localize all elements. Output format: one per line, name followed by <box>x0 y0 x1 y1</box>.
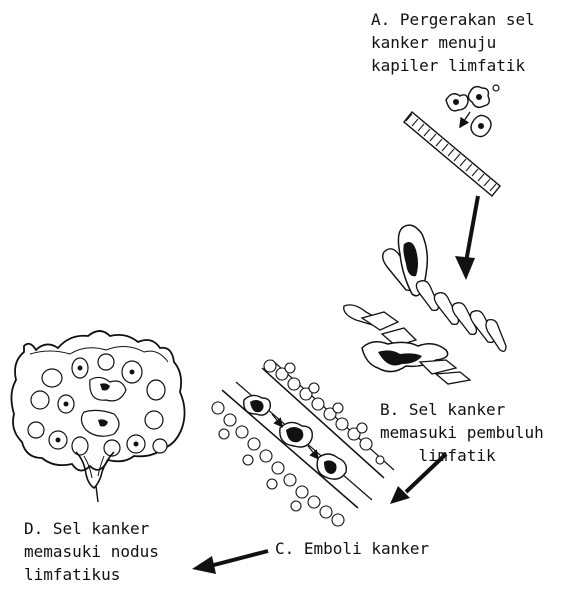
arrow-a-to-b <box>455 196 478 280</box>
lymph-node <box>11 331 184 502</box>
lymph-vessel-wall <box>344 225 506 384</box>
label-a-line1: A. Pergerakan sel <box>371 8 535 31</box>
label-a-line3: kapiler limfatik <box>371 54 535 77</box>
label-b-line3: limfatik <box>380 444 544 467</box>
label-c: C. Emboli kanker <box>275 537 429 560</box>
label-a-line2: kanker menuju <box>371 31 535 54</box>
cancer-cells-migrating <box>446 85 499 137</box>
label-d-line1: D. Sel kanker <box>24 517 159 540</box>
label-c-line1: C. Emboli kanker <box>275 537 429 560</box>
label-d-line3: limfatikus <box>24 563 159 586</box>
label-b-line1: B. Sel kanker <box>380 398 544 421</box>
label-b-line2: memasuki pembuluh <box>380 421 544 444</box>
arrow-c-to-d <box>192 551 268 574</box>
label-d-line2: memasuki nodus <box>24 540 159 563</box>
lymph-vessel-emboli <box>212 360 394 526</box>
